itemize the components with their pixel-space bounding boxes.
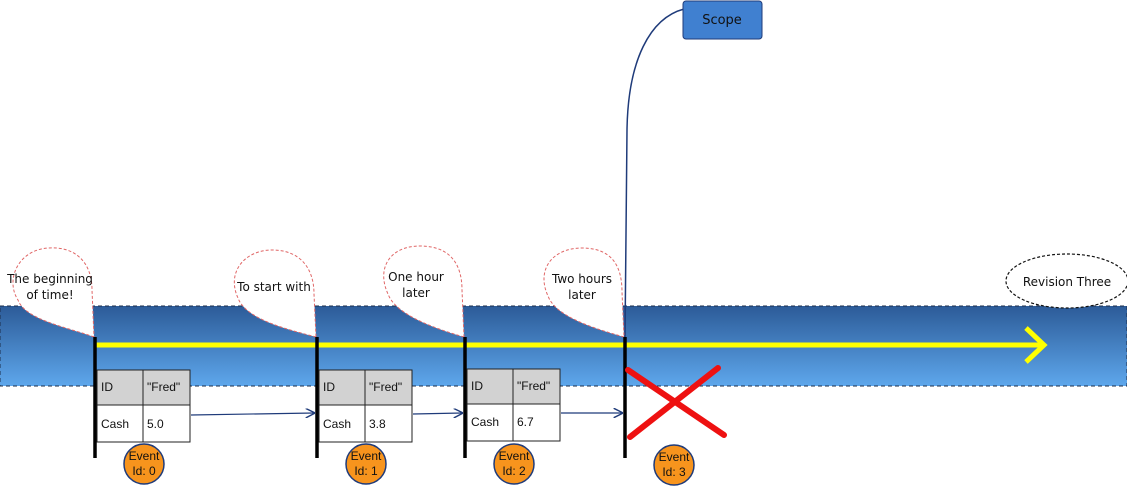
callout-1: To start with: [233, 249, 317, 338]
callout-2-line-2: later: [402, 286, 430, 300]
event-0-line-1: Event: [129, 449, 160, 463]
callout-2: One hour later: [383, 245, 465, 338]
link-0-1: [190, 413, 314, 415]
record-table-0: ID "Fred" Cash 5.0: [96, 369, 191, 443]
callout-2-line-1: One hour: [388, 270, 444, 284]
cancel-cross-icon: [625, 365, 727, 440]
table-2-header-value: "Fred": [517, 379, 550, 393]
scope-label: Scope: [702, 13, 742, 28]
table-2-header-key: ID: [471, 379, 483, 393]
time-arrow-head: [1024, 326, 1048, 364]
event-2-line-2: Id: 2: [502, 464, 526, 478]
table-1-header-value: "Fred": [369, 380, 402, 394]
event-1-line-1: Event: [351, 449, 382, 463]
table-1-row-value: 3.8: [369, 417, 386, 431]
scope-box: [682, 0, 763, 40]
event-badge-0: Event Id: 0: [123, 443, 165, 485]
event-2-line-1: Event: [499, 449, 530, 463]
callout-1-line-1: To start with: [236, 280, 311, 294]
revision-ellipse: [1005, 253, 1127, 309]
event-3-line-1: Event: [659, 450, 690, 464]
table-2-row-value: 6.7: [517, 415, 534, 429]
callout-3-line-1: Two hours: [551, 272, 612, 286]
callout-0: The beginning of time!: [6, 247, 95, 338]
event-badge-2: Event Id: 2: [493, 443, 535, 485]
callout-3: Two hours later: [543, 247, 625, 338]
table-0-header-value: "Fred": [147, 380, 180, 394]
table-1-header-key: ID: [323, 380, 335, 394]
callout-0-line-2: of time!: [26, 288, 73, 302]
event-0-line-2: Id: 0: [132, 464, 156, 478]
link-1-2: [412, 413, 462, 414]
revision-label: Revision Three: [1023, 275, 1111, 289]
callout-3-line-2: later: [568, 288, 596, 302]
event-badge-3: Event Id: 3: [653, 444, 695, 486]
table-2-row-key: Cash: [471, 415, 499, 429]
event-badge-1: Event Id: 1: [345, 443, 387, 485]
callout-0-line-1: The beginning: [6, 272, 93, 286]
table-1-row-key: Cash: [323, 417, 351, 431]
table-0-row-key: Cash: [101, 417, 129, 431]
event-3-line-2: Id: 3: [662, 465, 686, 479]
table-0-header-key: ID: [101, 380, 113, 394]
record-table-1: ID "Fred" Cash 3.8: [318, 369, 413, 443]
event-1-line-2: Id: 1: [354, 464, 378, 478]
record-table-2: ID "Fred" Cash 6.7: [466, 368, 561, 442]
scope-connector: [624, 8, 685, 339]
table-0-row-value: 5.0: [147, 417, 164, 431]
